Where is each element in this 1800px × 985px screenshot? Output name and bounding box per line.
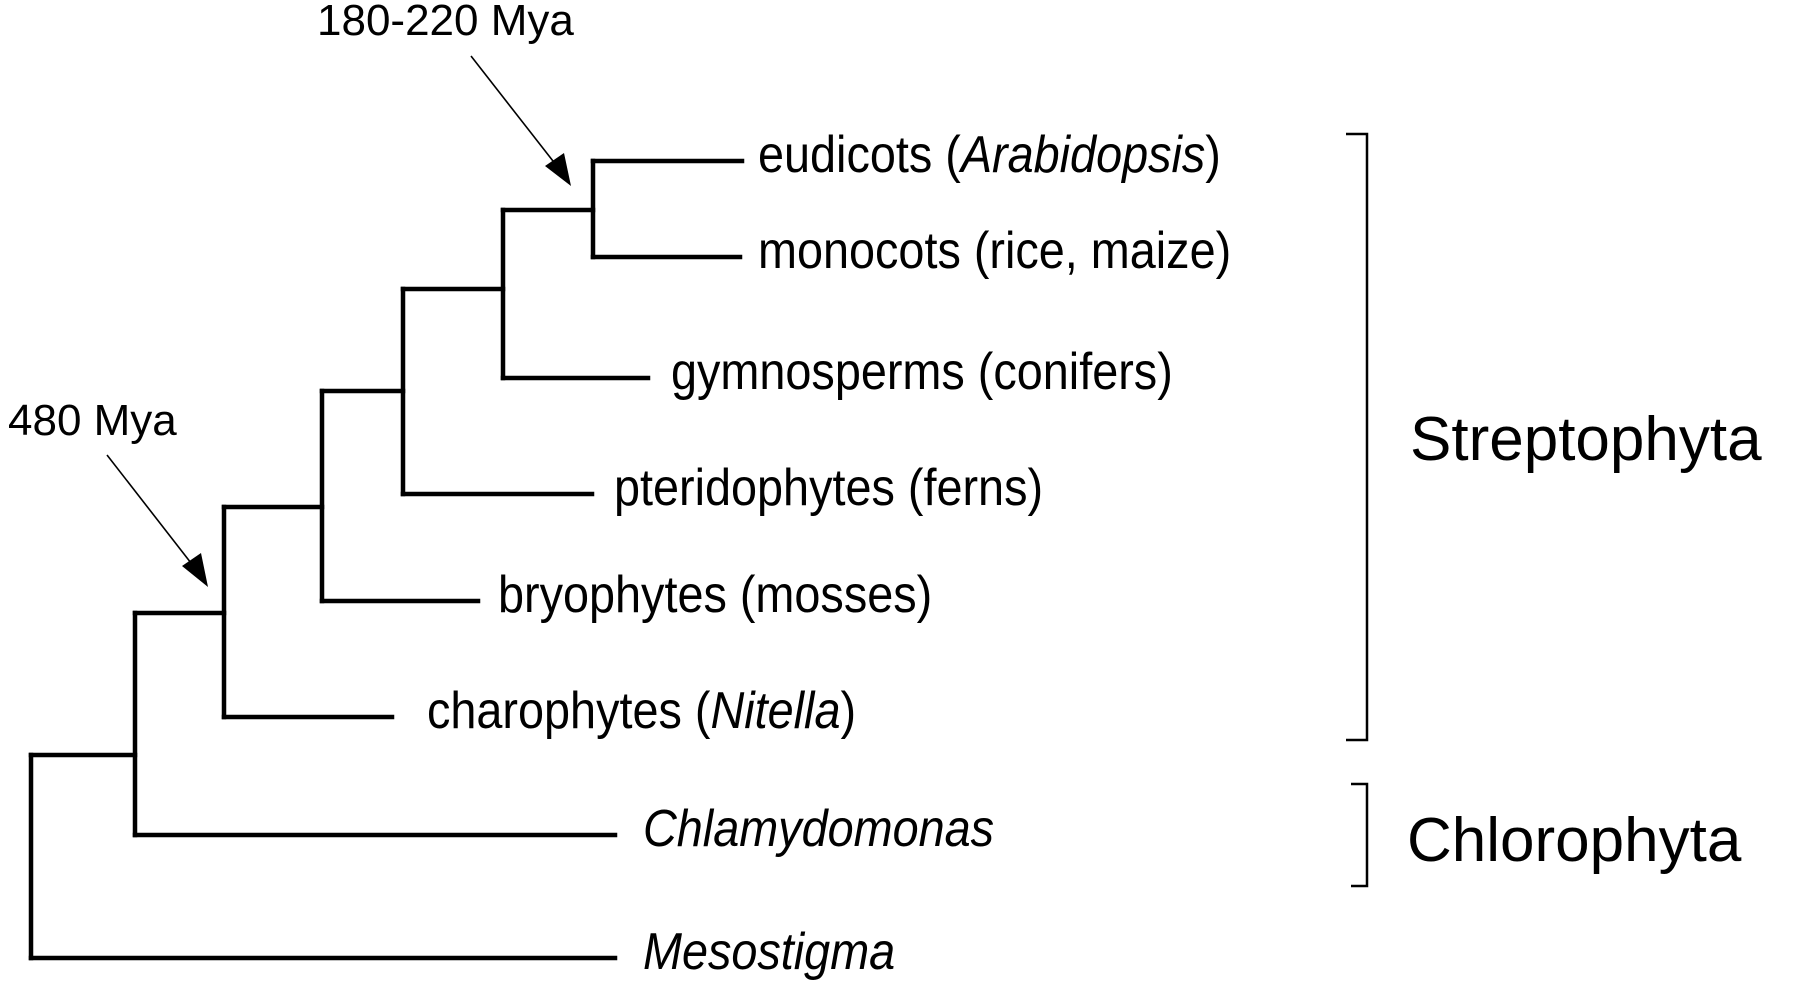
taxon-name: eudicots (: [758, 126, 961, 184]
group-streptophyta: Streptophyta: [1346, 132, 1762, 742]
taxon-name: monocots (rice, maize): [758, 222, 1231, 280]
taxon-name: gymnosperms (conifers): [671, 343, 1173, 401]
taxon-name: charophytes (: [427, 682, 711, 740]
taxon-name-italic: Mesostigma: [643, 923, 895, 981]
streptophyta-bracket: [1346, 132, 1369, 742]
tree-branches: [28, 158, 745, 961]
annotation-label: 180-220 Mya: [317, 0, 574, 45]
taxon-name: ): [1205, 126, 1221, 184]
annotation-180-220-mya: 180-220 Mya: [317, 0, 574, 186]
taxon-name: bryophytes (mosses): [498, 566, 932, 624]
taxon-label-gymnosperms: gymnosperms (conifers): [671, 343, 1173, 401]
arrow-head-icon: [182, 553, 208, 587]
taxon-name-italic: Arabidopsis: [958, 126, 1205, 184]
taxon-label-mesostigma: Mesostigma: [643, 923, 895, 981]
taxon-label-bryophytes: bryophytes (mosses): [498, 566, 932, 624]
annotation-arrow-line: [470, 55, 561, 171]
taxon-name: ): [840, 682, 856, 740]
chlorophyta-bracket: [1351, 782, 1369, 888]
taxon-label-chlamydomonas: Chlamydomonas: [643, 800, 994, 858]
annotation-label: 480 Mya: [8, 396, 177, 445]
annotation-480-mya: 480 Mya: [8, 396, 208, 587]
taxon-label-eudicots: eudicots (Arabidopsis): [758, 126, 1221, 184]
annotation-arrow-line: [106, 454, 199, 573]
arrow-head-icon: [545, 153, 571, 186]
taxon-label-pteridophytes: pteridophytes (ferns): [614, 459, 1043, 517]
taxon-label-monocots: monocots (rice, maize): [758, 222, 1231, 280]
taxon-name-italic: Chlamydomonas: [643, 800, 994, 858]
chlorophyta-label: Chlorophyta: [1407, 806, 1742, 875]
group-chlorophyta: Chlorophyta: [1351, 782, 1742, 888]
taxon-labels: eudicots (Arabidopsis) monocots (rice, ma…: [427, 126, 1231, 981]
streptophyta-label: Streptophyta: [1410, 405, 1762, 474]
taxon-name-italic: Nitella: [710, 682, 840, 740]
taxon-name: pteridophytes (ferns): [614, 459, 1043, 517]
taxon-label-charophytes: charophytes (Nitella): [427, 682, 856, 740]
